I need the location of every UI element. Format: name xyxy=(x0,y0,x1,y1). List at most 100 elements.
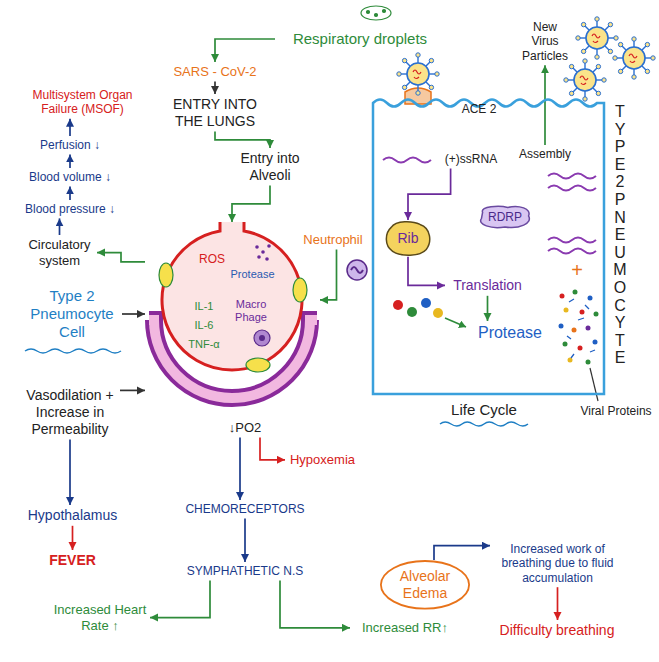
node-text: Hypothalamus xyxy=(23,507,122,524)
svg-path xyxy=(481,206,530,227)
panel-caption: Life Cycle xyxy=(438,401,530,419)
node-text: ↓PO2 xyxy=(223,420,267,436)
node-text: Blood pressure ↓ xyxy=(18,202,122,216)
node-text: Difficulty breathing xyxy=(490,622,624,639)
effect-text: Blood pressure ↓ xyxy=(15,200,125,218)
callout-label: Viral Proteins xyxy=(578,404,654,418)
svg-circle xyxy=(375,14,378,17)
cell-label: Neutrophil xyxy=(298,230,368,250)
process-arrow xyxy=(445,318,466,327)
svg-ellipse xyxy=(381,561,469,609)
svg-circle xyxy=(259,335,265,341)
process-text: ENTRY INTO THE LUNGS xyxy=(160,94,270,132)
svg-circle xyxy=(559,324,564,329)
node-text: Protease xyxy=(225,268,280,281)
wavy-underline xyxy=(440,422,528,426)
node-text: Neutrophil xyxy=(301,232,365,248)
flow-arrow xyxy=(97,253,145,262)
svg-circle xyxy=(560,294,565,299)
node-text: Vasodilation + Increase in Permeability xyxy=(23,387,117,437)
process-text: Entry into Alveoli xyxy=(225,148,315,186)
neutrophil-icon xyxy=(347,260,367,280)
flow-arrow xyxy=(260,438,285,460)
svg-path xyxy=(386,222,429,256)
source-text: Respiratory droplets xyxy=(275,28,445,50)
effect-text: Increased work of breathing due to fluid… xyxy=(490,540,625,587)
system-text: Circulatory system xyxy=(22,235,97,270)
node-text: SYMPHATHETIC N.S xyxy=(178,564,312,578)
rna-strand xyxy=(383,158,596,254)
process-text: Vasodilation + Increase in Permeability xyxy=(20,385,120,439)
viral-protein-cloud xyxy=(559,290,599,365)
flow-arrow xyxy=(215,39,275,62)
enzyme-blob: RDRP xyxy=(477,205,533,229)
condition-ellipse: Alveolar Edema xyxy=(380,560,470,610)
svg-path xyxy=(373,100,604,395)
svg-circle xyxy=(568,358,573,363)
node-text: Perfusion ↓ xyxy=(18,138,122,152)
flow-arrow xyxy=(122,313,145,315)
virus-icon xyxy=(613,37,655,79)
svg-circle xyxy=(564,308,569,313)
node-text: Translation xyxy=(448,277,527,294)
outcome-text: Difficulty breathing xyxy=(487,620,627,641)
svg-circle xyxy=(257,255,261,259)
virus-icon xyxy=(564,59,606,101)
virus-icon xyxy=(397,53,439,95)
flow-arrow xyxy=(69,186,71,200)
flow-arrow xyxy=(434,546,490,560)
svg-circle xyxy=(588,296,593,301)
ribosome-blob: Rib xyxy=(384,220,432,257)
flow-arrow xyxy=(150,580,210,617)
svg-circle xyxy=(261,250,265,254)
svg-circle xyxy=(255,245,259,249)
node-text: Entry into Alveoli xyxy=(228,150,312,184)
droplet-icon xyxy=(361,6,391,20)
svg-ellipse xyxy=(246,358,270,372)
svg-circle xyxy=(347,260,367,280)
node-text: Respiratory droplets xyxy=(278,30,442,48)
node-text: Increased work of breathing due to fluid… xyxy=(493,542,622,585)
virus-icon xyxy=(576,17,618,59)
node-text: Protease xyxy=(473,323,547,342)
flow-arrow xyxy=(244,518,246,562)
svg-path xyxy=(162,222,302,370)
svg-circle xyxy=(580,310,585,315)
svg-path xyxy=(567,299,595,358)
process-text: SYMPHATHETIC N.S xyxy=(175,562,315,580)
node-text: New Virus Particles xyxy=(518,20,572,63)
effect-text: Increased RR↑ xyxy=(350,618,460,638)
cell-label: Type 2 Pneumocyte Cell xyxy=(22,285,122,343)
node-text: Increased Heart Rate ↑ xyxy=(53,602,147,633)
effect-text: Perfusion ↓ xyxy=(15,136,125,154)
svg-circle xyxy=(572,328,577,333)
cell-panel: TYPE 2 PNEUMOCYTEACE 2(+)ssRNARDRPRibTra… xyxy=(372,95,605,395)
flow-arrow xyxy=(120,390,145,392)
pathogen-text: SARS - CoV-2 xyxy=(165,62,265,82)
svg-path xyxy=(548,186,596,191)
node-text: Assembly xyxy=(513,147,577,161)
wavy-underline xyxy=(25,349,121,353)
node-text: (+)ssRNA xyxy=(440,152,502,166)
svg-circle xyxy=(407,307,417,317)
flow-arrow xyxy=(320,250,337,300)
node-text: Type 2 Pneumocyte Cell xyxy=(25,287,119,341)
flow-arrow xyxy=(280,580,350,627)
effect-text: Blood volume ↓ xyxy=(15,168,125,186)
svg-path xyxy=(383,158,431,163)
plus-sign: + xyxy=(566,258,588,282)
node-text: Rib xyxy=(390,230,426,247)
receptor-label: ACE 2 xyxy=(455,100,503,118)
flow-arrow xyxy=(239,438,241,500)
node-text: TNF-α xyxy=(188,338,220,351)
node-text: SARS - CoV-2 xyxy=(168,64,262,80)
svg-ellipse xyxy=(361,6,391,20)
node-text: Multisystem Organ Failure (MSOF) xyxy=(13,88,152,117)
flow-arrow xyxy=(487,296,489,321)
node-text: Blood volume ↓ xyxy=(18,170,122,184)
flow-arrow xyxy=(69,439,71,505)
flow-arrow xyxy=(72,526,74,550)
node-text: Macro Phage xyxy=(228,298,274,324)
node-text: IL-6 xyxy=(188,319,220,332)
node-text: IL-1 xyxy=(188,300,220,313)
